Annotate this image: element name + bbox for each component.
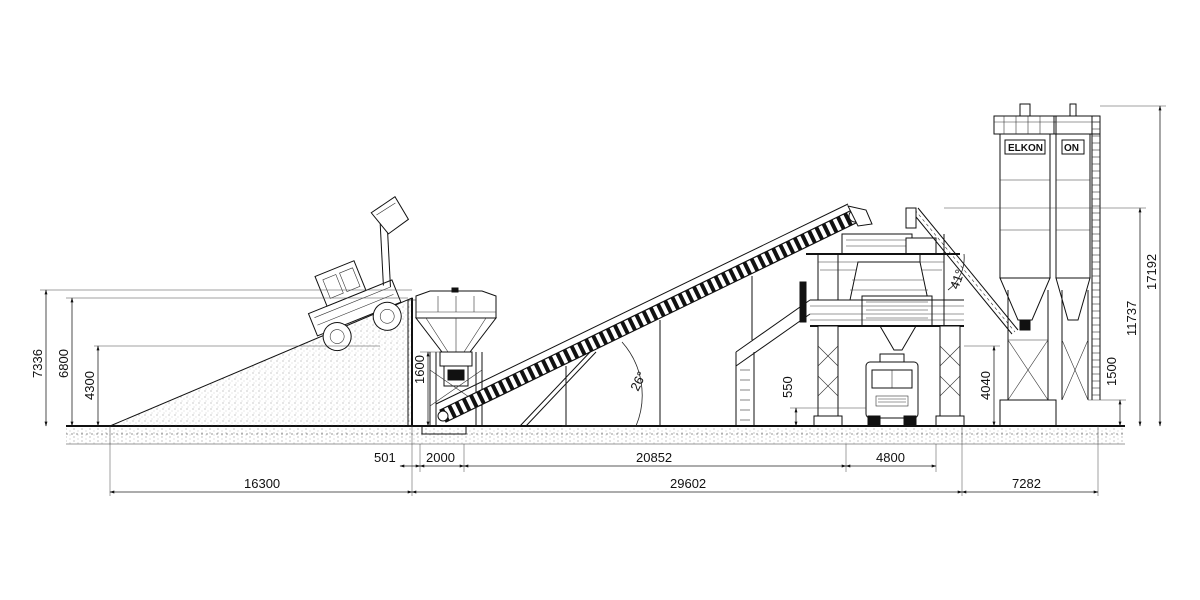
silo-logo: ELKON xyxy=(1008,143,1043,154)
cement-silo-1: ELKON xyxy=(993,103,1057,427)
dim-silo-total-height: 17192 xyxy=(1144,254,1159,290)
cement-screw-conveyor xyxy=(905,207,1019,335)
dim-plant-length: 29602 xyxy=(670,476,706,491)
dim-mixer-platform-height: 4040 xyxy=(978,371,993,400)
truck-mixer xyxy=(865,353,919,427)
aggregate-bin xyxy=(414,287,498,435)
dim-ramp-total-height: 7336 xyxy=(30,349,45,378)
ground-line xyxy=(66,425,1125,445)
dimension-labels: 501 2000 20852 4800 16300 29602 7282 733… xyxy=(30,254,1159,491)
dim-screw-angle: 41° xyxy=(947,267,968,291)
dim-bin-width: 2000 xyxy=(426,450,455,465)
mixer-tower xyxy=(806,233,965,427)
dim-truck-clearance: 550 xyxy=(780,376,795,398)
access-stairs xyxy=(735,281,811,426)
dim-hopper-clearance: 1600 xyxy=(412,355,427,384)
dim-conveyor-run: 20852 xyxy=(636,450,672,465)
dim-gap: 501 xyxy=(374,450,396,465)
dimension-lines xyxy=(40,105,1166,496)
dim-mixer-bay: 4800 xyxy=(876,450,905,465)
cement-silo-2: ON xyxy=(1053,103,1101,401)
dim-stockpile-length: 16300 xyxy=(244,476,280,491)
dim-silo-base-height: 1500 xyxy=(1104,357,1119,386)
dim-silo-run: 7282 xyxy=(1012,476,1041,491)
silo-ladder xyxy=(1091,116,1101,400)
aggregate-ramp xyxy=(109,297,416,427)
inclined-belt-conveyor xyxy=(435,203,873,427)
silo-logo-partial: ON xyxy=(1064,143,1079,154)
dim-ramp-height: 6800 xyxy=(56,349,71,378)
dim-ramp-mid-height: 4300 xyxy=(82,371,97,400)
dim-silo-mid-height: 11737 xyxy=(1124,301,1139,336)
wheel-loader xyxy=(307,196,410,352)
dim-conveyor-angle: 26° xyxy=(627,369,649,393)
